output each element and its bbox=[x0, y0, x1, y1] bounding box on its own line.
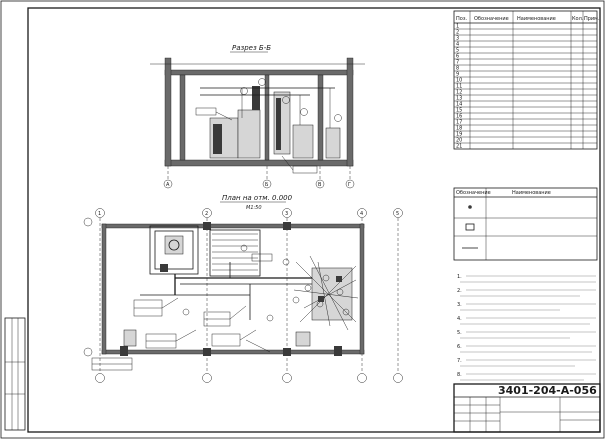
section-axis-marker: Б bbox=[265, 182, 269, 188]
legend-symbol-dot bbox=[468, 205, 472, 209]
equipment-cluster bbox=[293, 255, 359, 331]
spec-cell-pos: 11 bbox=[456, 84, 462, 90]
plan-axis-marker: 5 bbox=[396, 211, 399, 217]
spec-cell-pos: 15 bbox=[456, 108, 462, 114]
spec-cell-pos: 6 bbox=[456, 54, 459, 60]
spec-cell-pos: 7 bbox=[456, 60, 459, 66]
spec-cell-pos: 20 bbox=[456, 138, 462, 144]
section-axis-marker: Г bbox=[348, 182, 351, 188]
spec-cell-pos: 9 bbox=[456, 72, 459, 78]
section-title: Разрез Б-Б bbox=[232, 44, 271, 52]
plan-axis-marker: 1 bbox=[98, 211, 101, 217]
spec-cell-pos: 5 bbox=[456, 48, 459, 54]
legend-symbol-box bbox=[465, 223, 475, 231]
note-number: 3. bbox=[457, 302, 462, 308]
note-number: 1. bbox=[457, 274, 462, 280]
spec-header-pos: Поз. bbox=[456, 16, 467, 22]
spec-header-designation: Обозначение bbox=[474, 16, 509, 22]
note-number: 7. bbox=[457, 358, 462, 364]
plan-axis-marker: 4 bbox=[360, 211, 363, 217]
section-view: Разрез Б-Б bbox=[150, 44, 365, 189]
notes-block: 1. 2. 3. 4. 5. 6. 7. 8. bbox=[457, 274, 596, 381]
spec-cell-pos: 1 bbox=[456, 24, 459, 30]
drawing-frame bbox=[27, 7, 601, 433]
note-number: 6. bbox=[457, 344, 462, 350]
plan-scale: М1:50 bbox=[246, 205, 262, 211]
note-number: 2. bbox=[457, 288, 462, 294]
note-number: 5. bbox=[457, 330, 462, 336]
plan-view: План на отм. 0.000 М1:50 1 2 3 4 5 bbox=[83, 194, 403, 383]
spec-header-note: Прим. bbox=[584, 16, 600, 22]
note-number: 4. bbox=[457, 316, 462, 322]
spec-cell-pos: 16 bbox=[456, 114, 462, 120]
legend-table: Обозначение Наименование bbox=[453, 187, 598, 261]
legend-header-name: Наименование bbox=[512, 190, 551, 196]
section-axis-marker: А bbox=[166, 182, 170, 188]
spec-cell-pos: 17 bbox=[456, 120, 462, 126]
spec-cell-pos: 10 bbox=[456, 78, 462, 84]
section-axis-marker: В bbox=[318, 182, 322, 188]
spec-table: Поз. Обозначение Наименование Кол. Прим.… bbox=[453, 10, 600, 150]
spec-header-qty: Кол. bbox=[572, 16, 584, 22]
drawing-code: 3401-204-А-056 bbox=[498, 384, 597, 397]
margin-stamp bbox=[4, 317, 26, 431]
note-number: 8. bbox=[457, 372, 462, 378]
spec-header-name: Наименование bbox=[517, 16, 556, 22]
spec-cell-pos: 13 bbox=[456, 96, 462, 102]
spec-cell-pos: 4 bbox=[456, 42, 459, 48]
spec-cell-pos: 8 bbox=[456, 66, 459, 72]
legend-header-symbol: Обозначение bbox=[456, 190, 491, 196]
plan-title: План на отм. 0.000 bbox=[222, 194, 293, 202]
plan-axis-marker: 2 bbox=[205, 211, 208, 217]
spec-cell-pos: 14 bbox=[456, 102, 462, 108]
spec-cell-pos: 2 bbox=[456, 30, 459, 36]
spec-cell-pos: 21 bbox=[456, 144, 462, 150]
spec-cell-pos: 12 bbox=[456, 90, 462, 96]
spec-cell-pos: 19 bbox=[456, 132, 462, 138]
spec-cell-pos: 3 bbox=[456, 36, 459, 42]
spec-cell-pos: 18 bbox=[456, 126, 462, 132]
plan-axis-marker: 3 bbox=[285, 211, 288, 217]
title-block: 3401-204-А-056 bbox=[453, 383, 601, 433]
